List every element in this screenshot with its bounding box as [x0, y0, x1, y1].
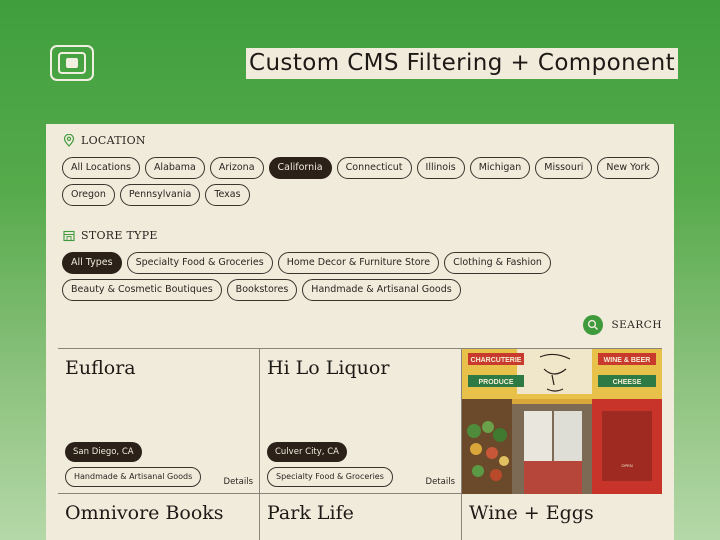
search-icon — [588, 319, 599, 330]
chip-beauty[interactable]: Beauty & Cosmetic Boutiques — [62, 279, 222, 301]
chip-pennsylvania[interactable]: Pennsylvania — [119, 184, 201, 206]
sign-wine-beer: WINE & BEER — [604, 357, 651, 364]
chip-all-locations[interactable]: All Locations — [62, 157, 140, 179]
search-button[interactable]: SEARCH — [583, 315, 662, 335]
store-name: Omnivore Books — [65, 502, 224, 524]
filter-panel: LOCATION All Locations Alabama Arizona C… — [46, 124, 674, 540]
chip-handmade[interactable]: Handmade & Artisanal Goods — [302, 279, 461, 301]
store-name: Hi Lo Liquor — [267, 357, 390, 379]
chip-new-york[interactable]: New York — [597, 157, 659, 179]
chip-michigan[interactable]: Michigan — [469, 157, 531, 179]
location-chips-row-1: All Locations Alabama Arizona California… — [62, 157, 659, 179]
storefront-icon — [63, 230, 75, 241]
chip-all-types[interactable]: All Types — [62, 252, 122, 274]
location-label: LOCATION — [81, 134, 146, 147]
store-name: Euflora — [65, 357, 136, 379]
chip-california[interactable]: California — [268, 157, 332, 179]
chip-arizona[interactable]: Arizona — [209, 157, 264, 179]
storefront-photo: CHARCUTERIE WINE & BEER PRODUCE CHEESE O… — [462, 349, 662, 494]
city-badge: San Diego, CA — [65, 442, 142, 462]
location-section-label: LOCATION — [63, 134, 146, 147]
chip-home-decor[interactable]: Home Decor & Furniture Store — [277, 252, 440, 274]
details-link[interactable]: Details — [223, 477, 253, 487]
page-headline: Custom CMS Filtering + Component — [246, 48, 678, 79]
sign-cheese: CHEESE — [613, 379, 642, 386]
chip-specialty-food[interactable]: Specialty Food & Groceries — [126, 252, 273, 274]
sign-charcuterie: CHARCUTERIE — [471, 357, 522, 364]
category-tag: Specialty Food & Groceries — [267, 467, 393, 487]
chip-texas[interactable]: Texas — [205, 184, 250, 206]
search-label: SEARCH — [611, 319, 662, 331]
chip-illinois[interactable]: Illinois — [416, 157, 465, 179]
logo-icon — [50, 45, 94, 81]
store-card-hi-lo-liquor[interactable]: Hi Lo Liquor Culver City, CA Specialty F… — [260, 349, 462, 494]
chip-bookstores[interactable]: Bookstores — [226, 279, 298, 301]
map-pin-icon — [63, 134, 75, 147]
details-link[interactable]: Details — [425, 477, 455, 487]
location-chips-row-2: Oregon Pennsylvania Texas — [62, 184, 250, 206]
store-card-euflora[interactable]: Euflora San Diego, CA Handmade & Artisan… — [58, 349, 260, 494]
svg-text:OPEN: OPEN — [621, 463, 632, 468]
store-card-park-life[interactable]: Park Life — [260, 494, 462, 540]
city-badge: Culver City, CA — [267, 442, 347, 462]
store-name: Wine + Eggs — [469, 502, 594, 524]
store-card-omnivore-books[interactable]: Omnivore Books — [58, 494, 260, 540]
store-type-chips-row-1: All Types Specialty Food & Groceries Hom… — [62, 252, 551, 274]
chip-alabama[interactable]: Alabama — [144, 157, 205, 179]
sign-produce: PRODUCE — [478, 379, 513, 386]
category-tag: Handmade & Artisanal Goods — [65, 467, 202, 487]
store-grid: Euflora San Diego, CA Handmade & Artisan… — [58, 348, 662, 540]
chip-clothing[interactable]: Clothing & Fashion — [444, 252, 551, 274]
store-card-wine-eggs[interactable]: Wine + Eggs — [462, 494, 662, 540]
store-type-chips-row-2: Beauty & Cosmetic Boutiques Bookstores H… — [62, 279, 461, 301]
store-type-label: STORE TYPE — [81, 229, 158, 242]
store-name: Park Life — [267, 502, 354, 524]
chip-missouri[interactable]: Missouri — [535, 157, 593, 179]
chip-oregon[interactable]: Oregon — [62, 184, 115, 206]
store-type-section-label: STORE TYPE — [63, 229, 158, 242]
chip-connecticut[interactable]: Connecticut — [336, 157, 412, 179]
